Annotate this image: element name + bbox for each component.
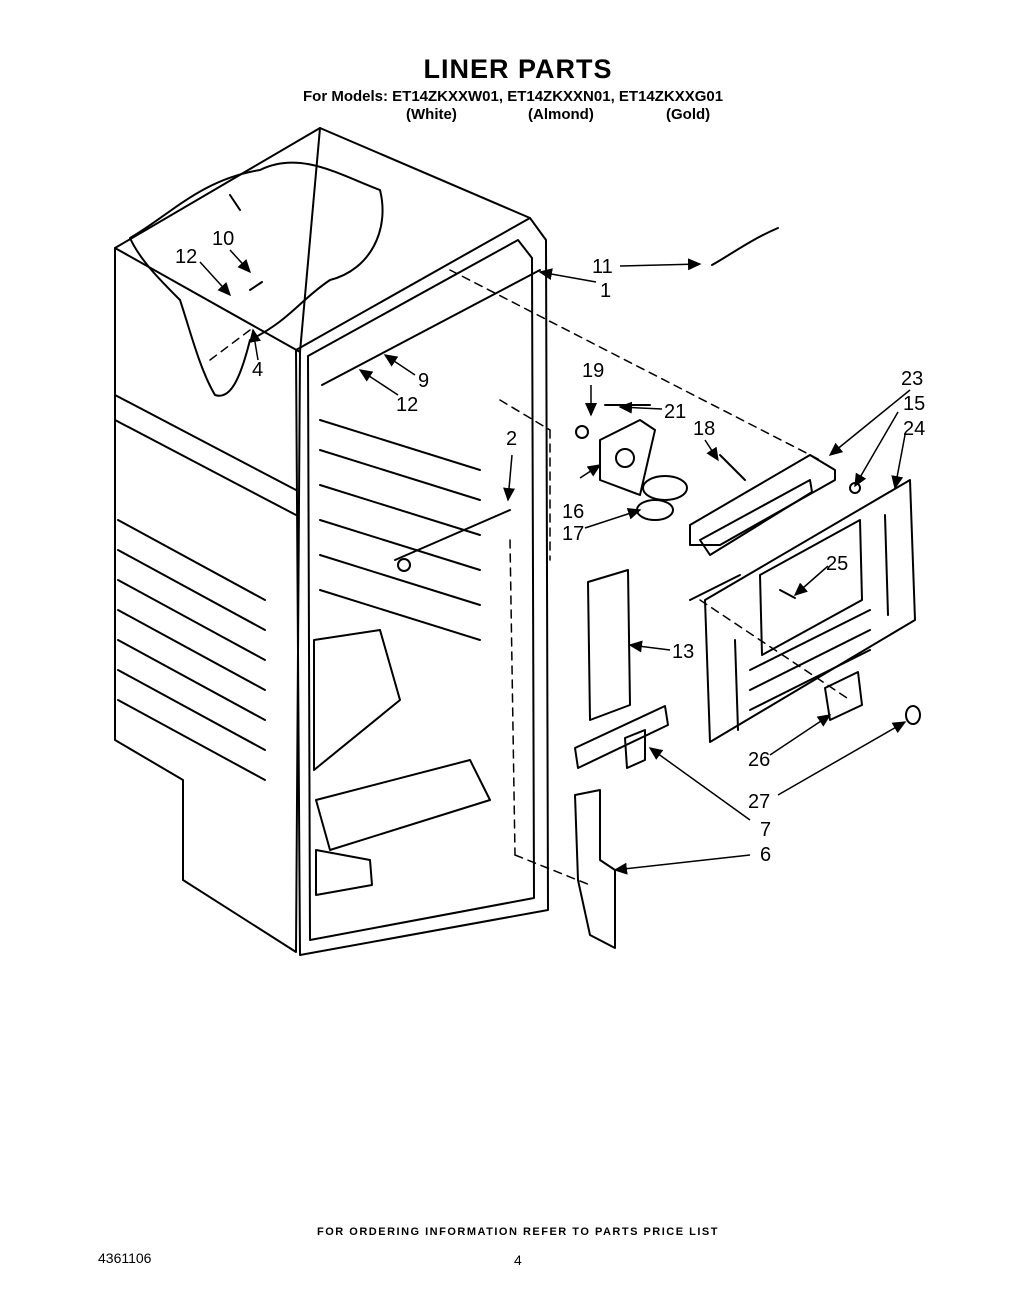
callout-26: 26 (748, 749, 770, 771)
callout-13: 13 (672, 641, 694, 663)
callout-10: 10 (212, 228, 234, 250)
callout-12-upper: 12 (175, 246, 197, 268)
motor-assembly (575, 404, 746, 521)
rear-panel (689, 479, 921, 743)
callout-7: 7 (760, 819, 771, 841)
callout-2: 2 (506, 428, 517, 450)
callout-17: 17 (562, 523, 584, 545)
callout-23: 23 (901, 368, 923, 390)
callout-16: 16 (562, 501, 584, 523)
finish-white: (White) (406, 106, 457, 123)
mounting-lines (209, 269, 851, 886)
callout-25: 25 (826, 553, 848, 575)
models-line: For Models: ET14ZKXXW01, ET14ZKXXN01, ET… (303, 88, 724, 105)
callout-6: 6 (760, 844, 771, 866)
callout-27: 27 (748, 791, 770, 813)
fan-grille (689, 454, 861, 556)
cabinet-side (114, 127, 531, 953)
callout-11: 11 (592, 256, 613, 278)
document-number: 4361106 (98, 1250, 152, 1266)
callout-19: 19 (582, 360, 604, 382)
callout-4: 4 (252, 359, 263, 381)
duct-panels (574, 569, 669, 949)
callout-21: 21 (664, 401, 686, 423)
callout-24: 24 (903, 418, 925, 440)
finish-gold: (Gold) (666, 106, 711, 123)
liner-frame (295, 217, 549, 956)
callout-9: 9 (418, 370, 429, 392)
callout-18: 18 (693, 418, 715, 440)
ordering-note: FOR ORDERING INFORMATION REFER TO PARTS … (317, 1226, 719, 1238)
page-title: LINER PARTS (423, 54, 613, 84)
wire-harness (711, 227, 779, 266)
callout-15: 15 (903, 393, 925, 415)
page-number: 4 (514, 1252, 522, 1268)
callout-labels: 12 10 4 9 12 11 1 19 21 18 23 15 24 2 16… (175, 228, 925, 866)
callout-12-lower: 12 (396, 394, 418, 416)
finish-almond: (Almond) (528, 106, 594, 123)
callout-1: 1 (600, 280, 611, 302)
